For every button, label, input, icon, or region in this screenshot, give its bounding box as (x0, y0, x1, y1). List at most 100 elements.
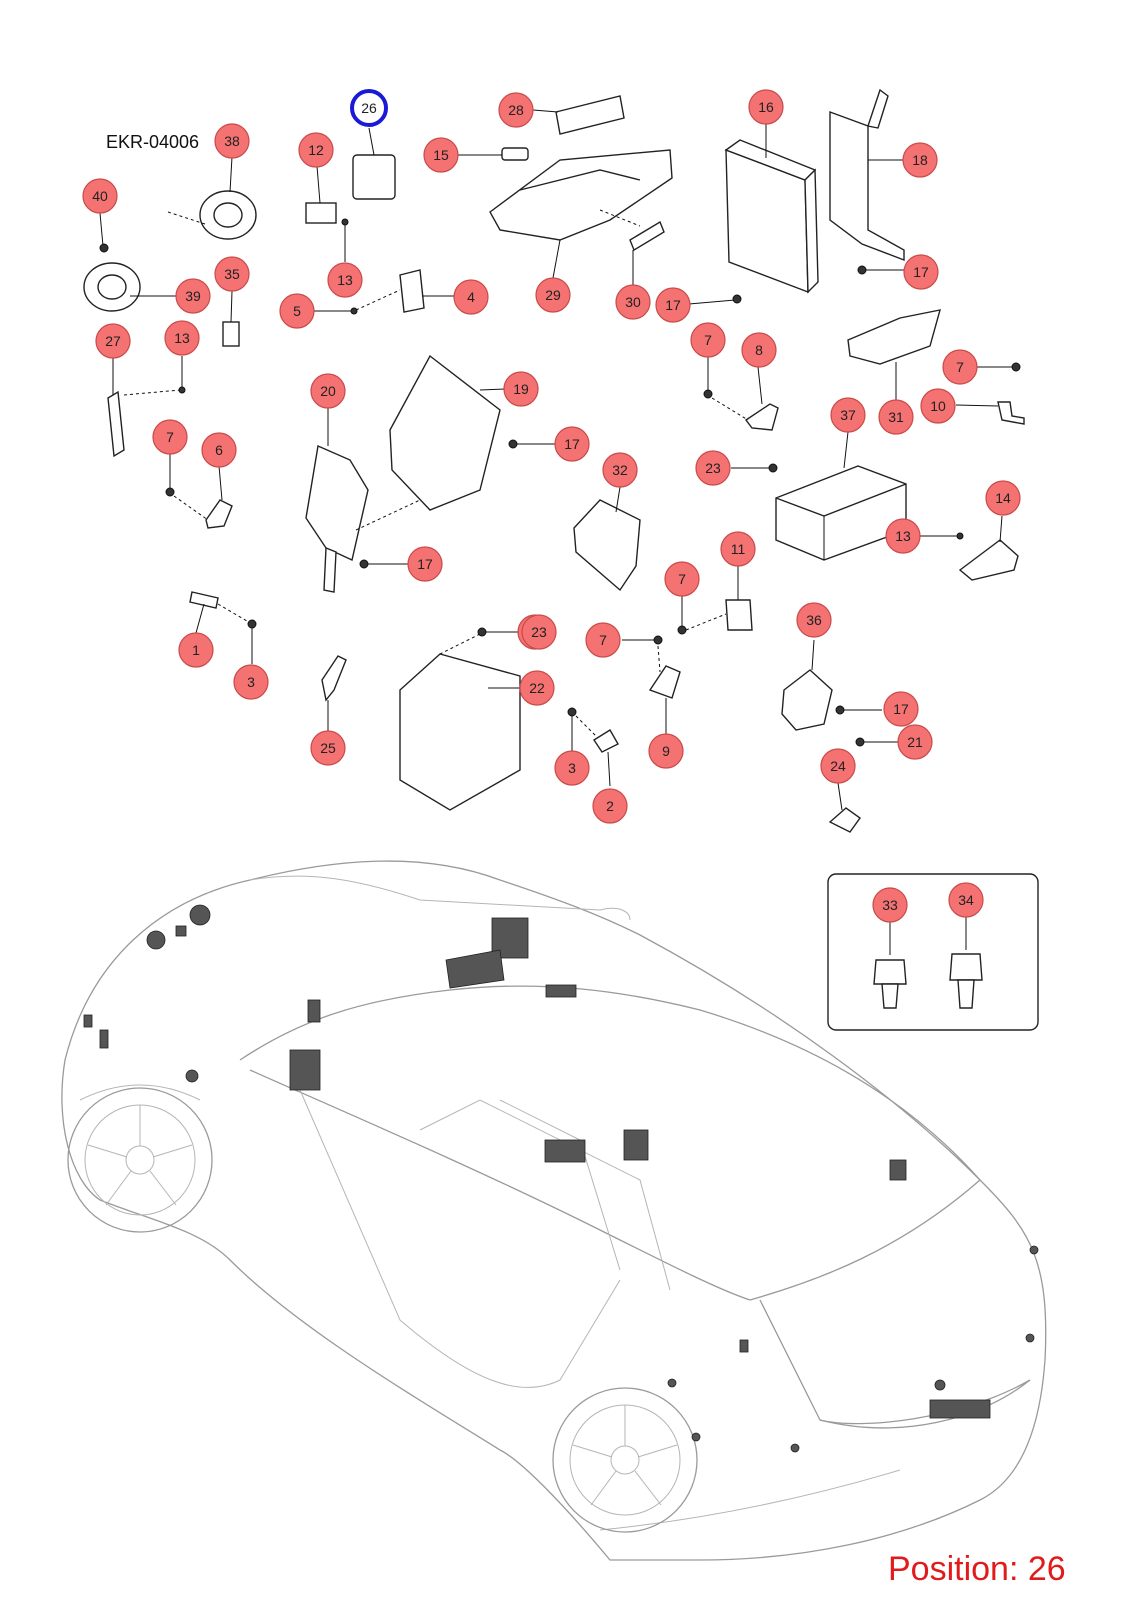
diagram-code: EKR-04006 (106, 132, 199, 152)
callout-number: 37 (840, 407, 856, 423)
callout-28[interactable]: 28 (498, 92, 534, 128)
callout-number: 7 (599, 632, 607, 648)
callout-circle (695, 450, 731, 486)
part-25-sensor (321, 655, 347, 702)
callout-27[interactable]: 27 (95, 323, 131, 359)
callout-circle (985, 480, 1021, 516)
callout-15[interactable]: 15 (423, 137, 459, 173)
callout-13[interactable]: 13 (885, 518, 921, 554)
callout-number: 9 (662, 743, 670, 759)
callout-17[interactable]: 17 (883, 691, 919, 727)
callout-circle (201, 432, 237, 468)
callout-circle (310, 373, 346, 409)
callout-7[interactable]: 7 (690, 322, 726, 358)
callout-23[interactable]: 23 (695, 450, 731, 486)
callout-5[interactable]: 5 (279, 293, 315, 329)
callout-39[interactable]: 39 (175, 278, 211, 314)
callout-number: 34 (958, 892, 974, 908)
callout-number: 1 (192, 642, 200, 658)
callout-circle (903, 254, 939, 290)
callout-circle (902, 142, 938, 178)
part-22-module (399, 653, 521, 811)
callout-circle (897, 724, 933, 760)
part-30-bracket (629, 220, 665, 252)
part-6-clip (205, 499, 233, 529)
part-19-module (389, 354, 501, 511)
part-4-bracket (399, 269, 425, 313)
callout-3[interactable]: 3 (233, 664, 269, 700)
callout-circle (664, 561, 700, 597)
callout-20[interactable]: 20 (310, 373, 346, 409)
callout-number: 23 (705, 460, 721, 476)
callout-number: 13 (895, 528, 911, 544)
callout-17[interactable]: 17 (554, 426, 590, 462)
part-9-bracket (648, 665, 681, 699)
callout-19[interactable]: 19 (503, 371, 539, 407)
callout-4[interactable]: 4 (453, 279, 489, 315)
callout-30[interactable]: 30 (615, 284, 651, 320)
callout-18[interactable]: 18 (902, 142, 938, 178)
callout-1[interactable]: 1 (178, 632, 214, 668)
callout-10[interactable]: 10 (920, 388, 956, 424)
callout-8[interactable]: 8 (741, 332, 777, 368)
callout-9[interactable]: 9 (648, 733, 684, 769)
callout-number: 27 (105, 333, 121, 349)
callout-7[interactable]: 7 (664, 561, 700, 597)
callout-34[interactable]: 34 (948, 882, 984, 918)
callout-circle (535, 277, 571, 313)
callout-number: 16 (758, 99, 774, 115)
callout-22[interactable]: 22 (519, 670, 555, 706)
callout-number: 7 (166, 429, 174, 445)
callout-7[interactable]: 7 (942, 349, 978, 385)
callout-number: 13 (174, 330, 190, 346)
fastener-inset (827, 873, 1039, 1031)
callout-number: 11 (731, 541, 746, 557)
callout-36[interactable]: 36 (796, 602, 832, 638)
callout-number: 13 (337, 272, 353, 288)
callout-number: 31 (888, 409, 904, 425)
callout-16[interactable]: 16 (748, 89, 784, 125)
callout-26[interactable]: 26 (350, 89, 388, 127)
callout-32[interactable]: 32 (602, 452, 638, 488)
callout-number: 17 (417, 556, 433, 572)
callout-number: 20 (320, 383, 336, 399)
callout-number: 6 (215, 442, 223, 458)
callout-25[interactable]: 25 (310, 730, 346, 766)
callout-21[interactable]: 21 (897, 724, 933, 760)
callout-circle (164, 320, 200, 356)
callout-13[interactable]: 13 (164, 320, 200, 356)
callout-17[interactable]: 17 (903, 254, 939, 290)
callout-circle (521, 614, 557, 650)
callout-17[interactable]: 17 (655, 287, 691, 323)
callout-40[interactable]: 40 (82, 178, 118, 214)
callout-7[interactable]: 7 (585, 622, 621, 658)
part-8-clip (744, 403, 779, 431)
callout-3[interactable]: 3 (554, 750, 590, 786)
callout-14[interactable]: 14 (985, 480, 1021, 516)
part-1-sensor (189, 591, 219, 609)
callout-2[interactable]: 2 (592, 788, 628, 824)
callout-33[interactable]: 33 (872, 887, 908, 923)
parts-group (83, 88, 1025, 833)
callout-number: 25 (320, 740, 336, 756)
callout-7[interactable]: 7 (152, 419, 188, 455)
part-2-sensor (593, 729, 619, 753)
callout-11[interactable]: 11 (720, 531, 756, 567)
callout-12[interactable]: 12 (298, 132, 334, 168)
callout-23[interactable]: 23 (521, 614, 557, 650)
callout-13[interactable]: 13 (327, 262, 363, 298)
callout-number: 35 (224, 266, 240, 282)
callout-6[interactable]: 6 (201, 432, 237, 468)
callout-circle (175, 278, 211, 314)
callout-29[interactable]: 29 (535, 277, 571, 313)
callout-31[interactable]: 31 (878, 399, 914, 435)
callout-24[interactable]: 24 (820, 748, 856, 784)
callout-38[interactable]: 38 (214, 123, 250, 159)
part-27-antenna (107, 390, 125, 458)
callout-35[interactable]: 35 (214, 256, 250, 292)
part-24-sensor (828, 807, 861, 833)
callout-17[interactable]: 17 (407, 546, 443, 582)
vehicle-outline (61, 860, 1047, 1561)
part-28-module (555, 95, 625, 135)
callout-37[interactable]: 37 (830, 397, 866, 433)
